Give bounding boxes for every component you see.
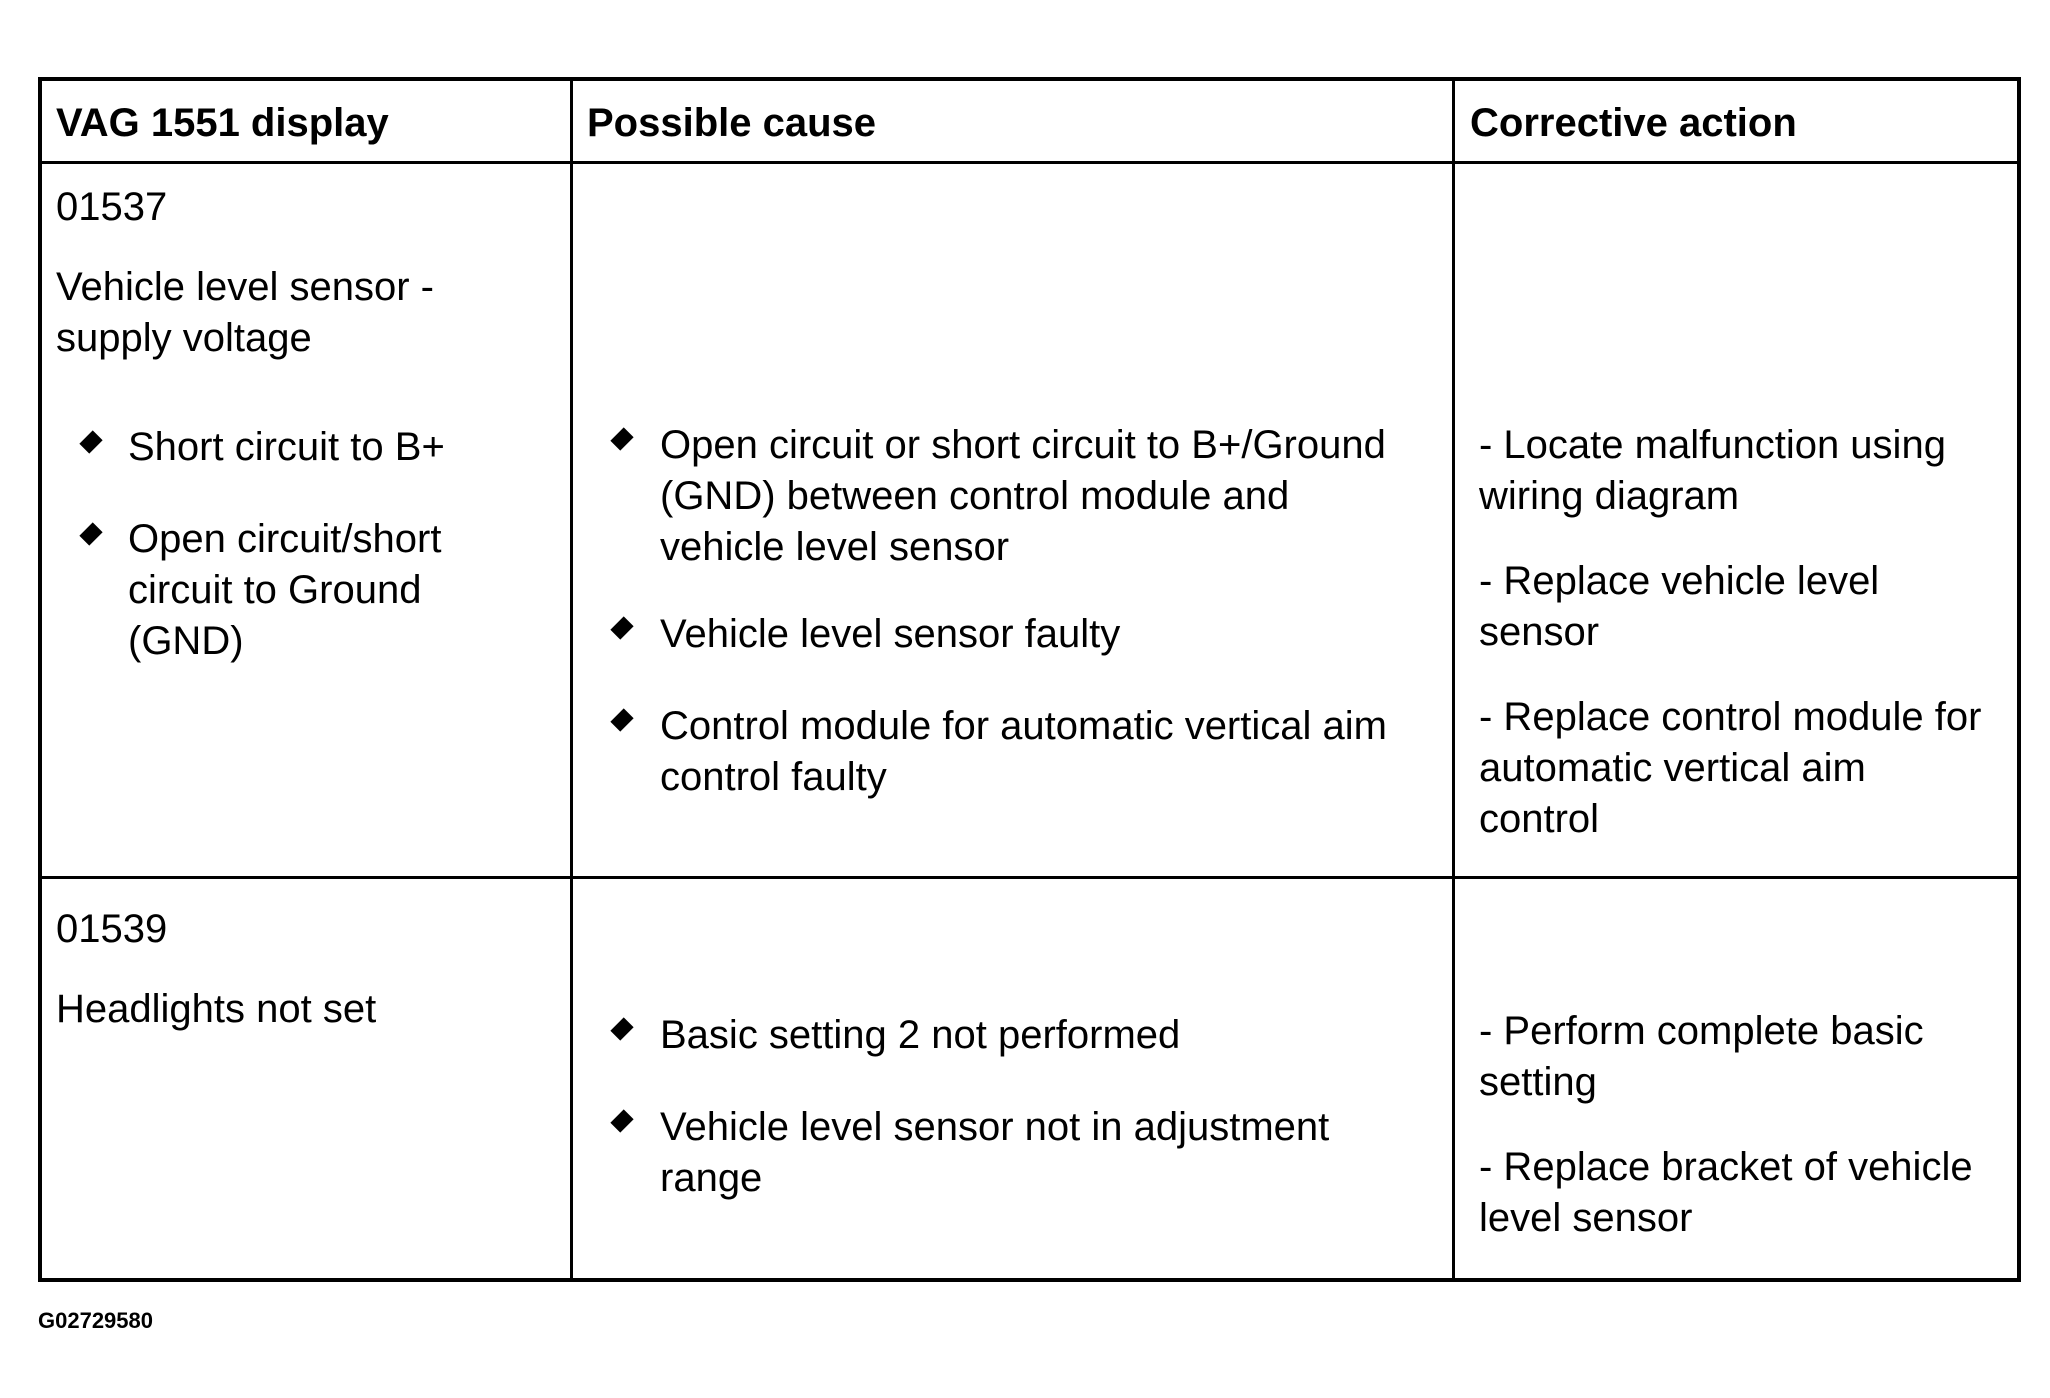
cause-line: Basic setting 2 not performed	[660, 1013, 1181, 1057]
fault-title-line: supply voltage	[56, 316, 312, 360]
action-line: setting	[1479, 1060, 1597, 1104]
action-line: - Replace vehicle level	[1479, 559, 1880, 603]
fault-title-line: Headlights not set	[56, 987, 377, 1031]
fault-code: 01537	[56, 185, 168, 229]
display-bullet-line: Short circuit to B+	[128, 425, 445, 469]
action-line: wiring diagram	[1479, 474, 1740, 518]
fault-code: 01539	[56, 907, 168, 951]
action-line: control	[1479, 797, 1600, 841]
cause-line: Open circuit or short circuit to B+/Grou…	[660, 423, 1386, 467]
cause-line: (GND) between control module and	[660, 474, 1290, 518]
cause-line: Control module for automatic vertical ai…	[660, 704, 1387, 748]
figure-id: G02729580	[38, 1308, 153, 1333]
action-line: - Replace control module for	[1479, 695, 1982, 739]
action-line: - Locate malfunction using	[1479, 423, 1946, 467]
fault-title-line: Vehicle level sensor -	[56, 265, 434, 309]
cause-line: control faulty	[660, 755, 887, 799]
cause-line: Vehicle level sensor not in adjustment	[660, 1105, 1330, 1149]
action-line: level sensor	[1479, 1196, 1693, 1240]
display-bullet-line: (GND)	[128, 619, 244, 663]
row-divider	[42, 876, 2017, 879]
cause-line: Vehicle level sensor faulty	[660, 612, 1121, 656]
diagnostic-table	[38, 77, 2021, 1282]
header-possible-cause: Possible cause	[587, 101, 877, 145]
header-corrective-action: Corrective action	[1470, 101, 1797, 145]
display-bullet-line: Open circuit/short	[128, 517, 442, 561]
action-line: automatic vertical aim	[1479, 746, 1866, 790]
action-line: - Replace bracket of vehicle	[1479, 1145, 1973, 1189]
column-divider	[1452, 81, 1455, 1278]
cause-line: range	[660, 1156, 763, 1200]
display-bullet-line: circuit to Ground	[128, 568, 422, 612]
action-line: sensor	[1479, 610, 1600, 654]
column-divider	[570, 81, 573, 1278]
header-vag-display: VAG 1551 display	[56, 101, 389, 145]
cause-line: vehicle level sensor	[660, 525, 1010, 569]
action-line: - Perform complete basic	[1479, 1009, 1924, 1053]
header-divider	[42, 161, 2017, 164]
